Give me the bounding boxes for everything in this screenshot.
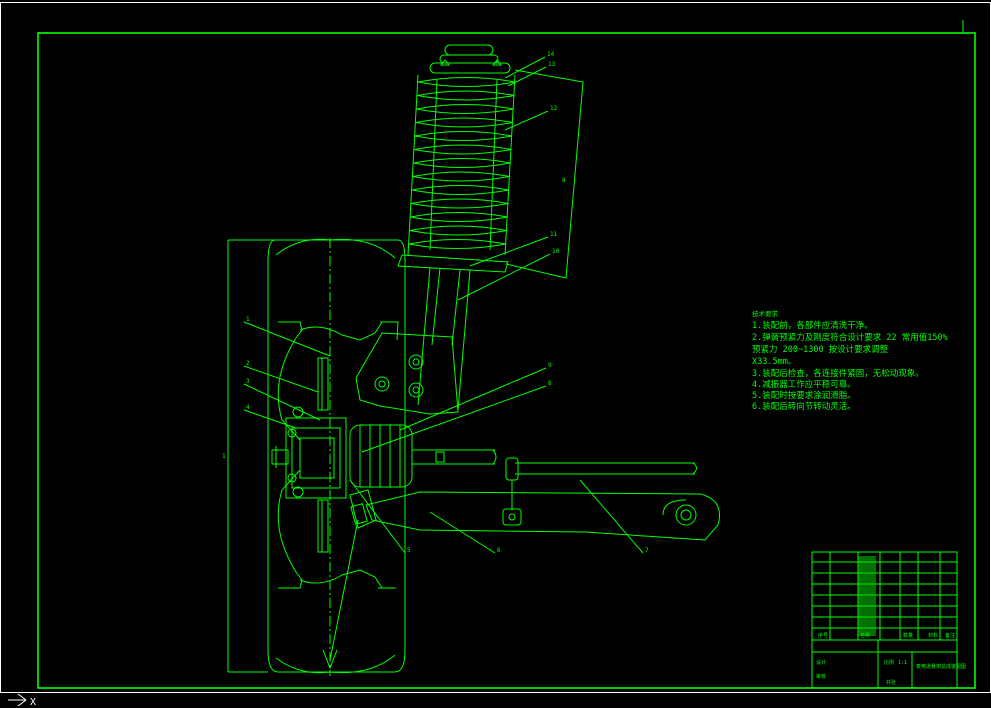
callout-6: 6	[497, 547, 501, 554]
spring-dimension-bracket	[505, 69, 584, 279]
callout-13: 13	[548, 61, 556, 68]
callout-2: 2	[246, 360, 250, 367]
tech-note-2: 2.弹簧预紧力及刚度符合设计要求 22 常用值150%	[752, 332, 948, 343]
drawing-title: 麦弗逊悬架总成装配图	[916, 663, 966, 670]
callout-10: 10	[552, 248, 560, 255]
bom-header-remark: 备注	[945, 632, 955, 639]
callout-8: 8	[548, 380, 552, 387]
tech-note-6: 4.减振器工作应平稳可靠。	[752, 379, 856, 390]
lower-control-arm	[322, 489, 720, 670]
callout-14: 14	[547, 51, 555, 58]
wheel-tire-assembly	[267, 238, 497, 676]
ucs-cursor-icon: X	[8, 693, 36, 708]
tb-review: 审核	[816, 673, 826, 680]
technical-notes: 技术要求 1.装配前，各部件应清洗干净。 2.弹簧预紧力及刚度符合设计要求 22…	[752, 309, 948, 412]
tech-note-3: 预紧力 200~1300 按设计要求调整	[752, 344, 889, 355]
drawing-frame	[37, 32, 976, 689]
coil-spring-assembly	[355, 44, 516, 415]
tech-note-8: 6.装配后转向节转动灵活。	[752, 401, 856, 412]
tech-note-7: 5.装配时按要求涂润滑脂。	[752, 390, 856, 401]
stabilizer-bar	[502, 457, 697, 526]
callout-1: 1	[246, 316, 250, 323]
callout-9: 9	[548, 362, 552, 369]
callout-5: 5	[407, 547, 411, 554]
tech-note-4: X33.5mm。	[752, 357, 796, 367]
bom-header-qty: 数量	[903, 632, 913, 639]
callout-12: 12	[550, 105, 558, 112]
callout-11: 11	[550, 231, 558, 238]
bom-header-material: 材料	[928, 632, 938, 639]
tb-scale-label: 比例	[884, 659, 894, 666]
cursor-glyph: X	[30, 697, 36, 708]
height-dimension: 1	[222, 239, 268, 673]
bom-header-seq: 序号	[818, 632, 828, 639]
tech-notes-title: 技术要求	[752, 309, 779, 318]
dimension-value: 1	[222, 453, 226, 460]
spring-dimension-text: 8	[562, 177, 566, 184]
tech-note-5: 3.装配后检查，各连接件紧固，无松动现象。	[752, 368, 924, 379]
tb-scale-value: 1:1	[898, 660, 907, 666]
callout-4: 4	[246, 404, 250, 411]
tb-design: 设计	[816, 659, 826, 666]
callout-7: 7	[645, 547, 649, 554]
bom-header-name: 名称	[860, 632, 870, 639]
tech-note-1: 1.装配前，各部件应清洗干净。	[752, 320, 873, 331]
callout-3: 3	[246, 378, 250, 385]
tb-sheets: 共张	[886, 679, 896, 686]
title-block: 序号 名称 数量 材料 备注 麦弗逊悬架总成装配图 设计 审核 比例 1:1 共…	[811, 551, 966, 689]
